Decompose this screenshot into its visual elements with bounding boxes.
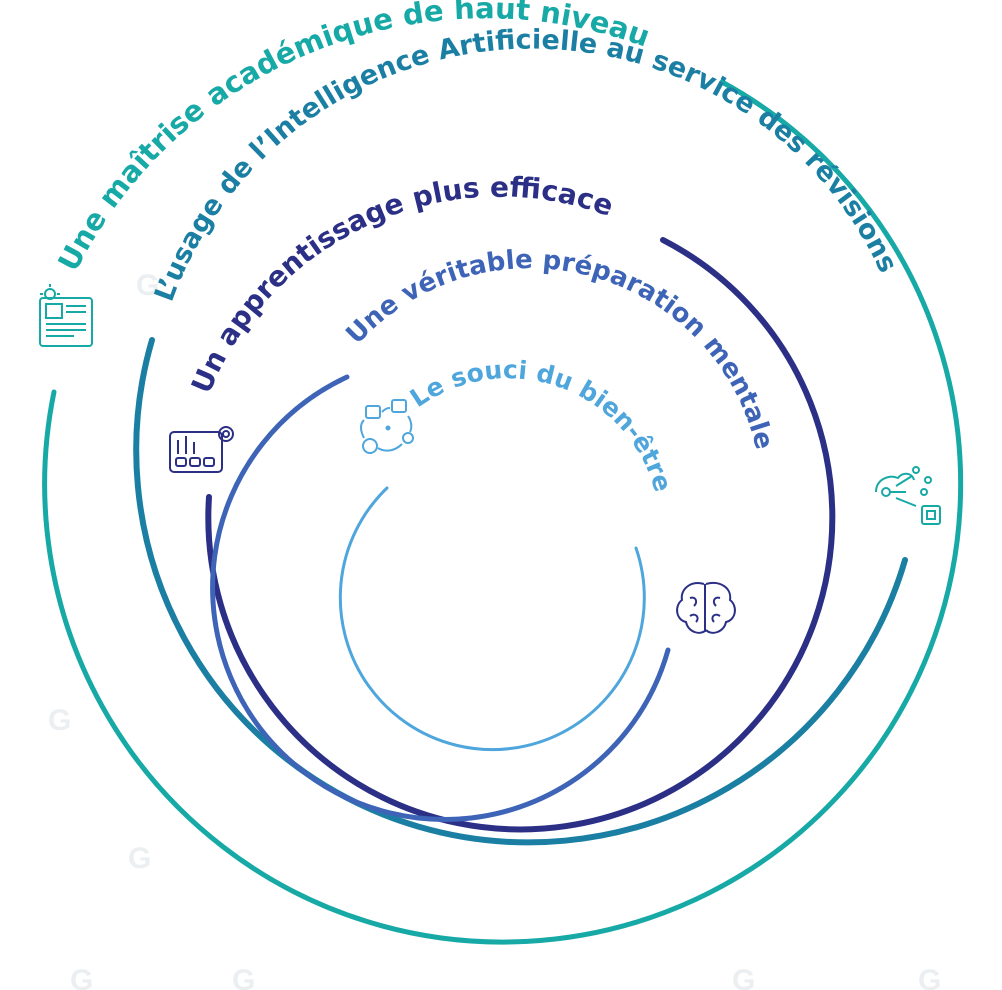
- watermark-glyph: G: [918, 964, 941, 990]
- wellbeing-cycle-icon: [360, 399, 414, 454]
- watermark-layer: G G G G G G G: [48, 269, 941, 990]
- dashboard-gear-icon: [169, 426, 234, 473]
- ring-fourth-arc: [210, 374, 671, 822]
- watermark-glyph: G: [232, 964, 255, 990]
- watermark-glyph: G: [48, 704, 71, 737]
- watermark-glyph: G: [128, 842, 151, 875]
- ring-inner-arc: [338, 486, 646, 752]
- ring-second-arc: [133, 337, 908, 846]
- ring-third-arc: [205, 237, 836, 833]
- ring-inner-label: Le souci du bien-être: [405, 355, 678, 495]
- ring-arcs: [42, 79, 964, 945]
- ai-circuit-chip-icon: [875, 466, 941, 525]
- newspaper-sun-icon: [39, 284, 93, 347]
- watermark-glyph: G: [136, 269, 159, 302]
- ring-labels: Une maîtrise académique de haut niveau L…: [51, 0, 903, 495]
- ring-fourth-label: Une véritable préparation mentale: [341, 245, 779, 452]
- watermark-glyph: G: [70, 964, 93, 990]
- brain-icon: [676, 582, 736, 634]
- ring-outer-arc: [42, 79, 964, 945]
- watermark-glyph: G: [732, 964, 755, 990]
